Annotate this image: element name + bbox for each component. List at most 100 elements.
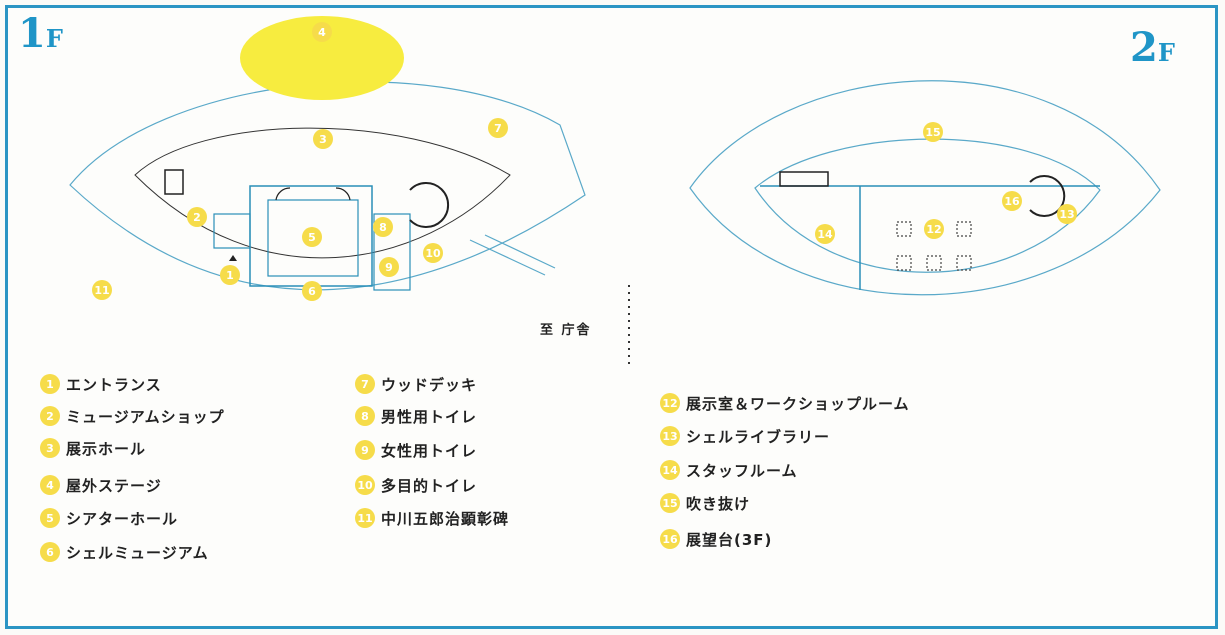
legend-badge: 3 [40,438,60,458]
outline-inner-1f [134,127,511,259]
svg-text:15: 15 [925,126,940,139]
legend-item-7: 7 ウッドデッキ [355,372,477,396]
floor-suffix: F [45,24,63,53]
marker-3: 3 [313,129,333,149]
door-1f [275,187,351,201]
stair-1f [164,169,184,195]
floor-label-1f: 1F [18,14,63,54]
theater-room [267,199,359,277]
marker-13: 13 [1057,204,1077,224]
legend-item-3: 3 展示ホール [40,436,146,460]
svg-text:14: 14 [817,228,833,241]
legend-badge: 1 [40,374,60,394]
spiral-stair-1f [409,182,450,228]
legend-item-14: 14 スタッフルーム [660,458,798,482]
marker-9: 9 [379,257,399,277]
marker-6: 6 [302,281,322,301]
svg-text:7: 7 [494,122,502,135]
legend-text: ミュージアムショップ [66,407,225,426]
plan-1f [69,16,586,291]
svg-text:12: 12 [926,223,941,236]
legend-item-8: 8 男性用トイレ [355,404,477,428]
marker-11: 11 [92,280,112,300]
legend-text: 屋外ステージ [66,476,162,495]
svg-text:1: 1 [226,269,234,282]
marker-12: 12 [924,219,944,239]
svg-text:2: 2 [193,211,201,224]
stage-area [240,16,404,100]
legend-item-6: 6 シェルミュージアム [40,540,209,564]
legend-text: 展望台(3F) [686,530,773,549]
legend-badge: 10 [355,475,375,495]
legend-item-2: 2 ミュージアムショップ [40,404,225,428]
marker-2: 2 [187,207,207,227]
marker-10: 10 [423,243,443,263]
plan-2f [689,80,1161,296]
legend-text: シェルミュージアム [66,543,209,562]
legend-badge: 4 [40,475,60,495]
legend-badge: 15 [660,493,680,513]
marker-8: 8 [373,217,393,237]
legend-badge: 2 [40,406,60,426]
svg-text:6: 6 [308,285,316,298]
svg-text:10: 10 [425,247,441,260]
floor-map-frame [5,5,1218,629]
svg-text:9: 9 [385,261,393,274]
svg-text:3: 3 [319,133,327,146]
legend-text: 女性用トイレ [381,441,478,460]
floor-number: 2 [1130,24,1158,71]
legend-badge: 11 [355,508,375,528]
workshop-tables [896,221,972,271]
legend-badge: 6 [40,542,60,562]
marker-5: 5 [302,227,322,247]
legend-text: 展示ホール [66,439,147,458]
legend-badge: 12 [660,393,680,413]
entrance-arrow [229,255,237,261]
spiral-stair-2f [1029,175,1066,217]
legend-item-13: 13 シェルライブラリー [660,424,830,448]
legend-text: 展示室＆ワークショップルーム [686,394,910,413]
legend-badge: 8 [355,406,375,426]
outline-inner-2f [754,138,1101,273]
legend-badge: 13 [660,426,680,446]
floor-label-2f: 2F [1130,28,1175,68]
svg-text:5: 5 [308,231,316,244]
legend-badge: 14 [660,460,680,480]
floor-number: 1 [18,10,46,57]
marker-14: 14 [815,224,835,244]
shop-area [213,213,251,249]
legend-item-9: 9 女性用トイレ [355,438,477,462]
svg-text:11: 11 [94,284,109,297]
legend-item-11: 11 中川五郎治顕彰碑 [355,506,509,530]
legend-badge: 16 [660,529,680,549]
legend-item-10: 10 多目的トイレ [355,473,477,497]
legend-badge: 9 [355,440,375,460]
road-1f [469,234,556,276]
marker-15: 15 [923,122,943,142]
legend-text: スタッフルーム [686,461,798,480]
legend-item-16: 16 展望台(3F) [660,527,772,551]
legend-badge: 7 [355,374,375,394]
legend-text: シェルライブラリー [686,427,831,446]
marker-4: 4 [312,22,332,42]
legend-text: シアターホール [66,509,179,528]
svg-text:4: 4 [318,26,326,39]
svg-text:8: 8 [379,221,387,234]
marker-16: 16 [1002,191,1022,211]
legend-text: 中川五郎治顕彰碑 [381,509,510,528]
markers: 1 2 3 4 5 6 7 8 9 10 11 12 13 14 15 16 [92,22,1077,301]
legend-text: ウッドデッキ [381,375,478,394]
stair-2f [779,171,829,187]
svg-text:16: 16 [1004,195,1020,208]
marker-1: 1 [220,265,240,285]
legend-text: 多目的トイレ [381,476,478,495]
svg-text:13: 13 [1059,208,1074,221]
legend-text: 男性用トイレ [381,407,478,426]
direction-label: 至 庁舎 [540,323,592,338]
marker-7: 7 [488,118,508,138]
legend-item-1: 1 エントランス [40,372,162,396]
legend-text: エントランス [66,375,162,394]
